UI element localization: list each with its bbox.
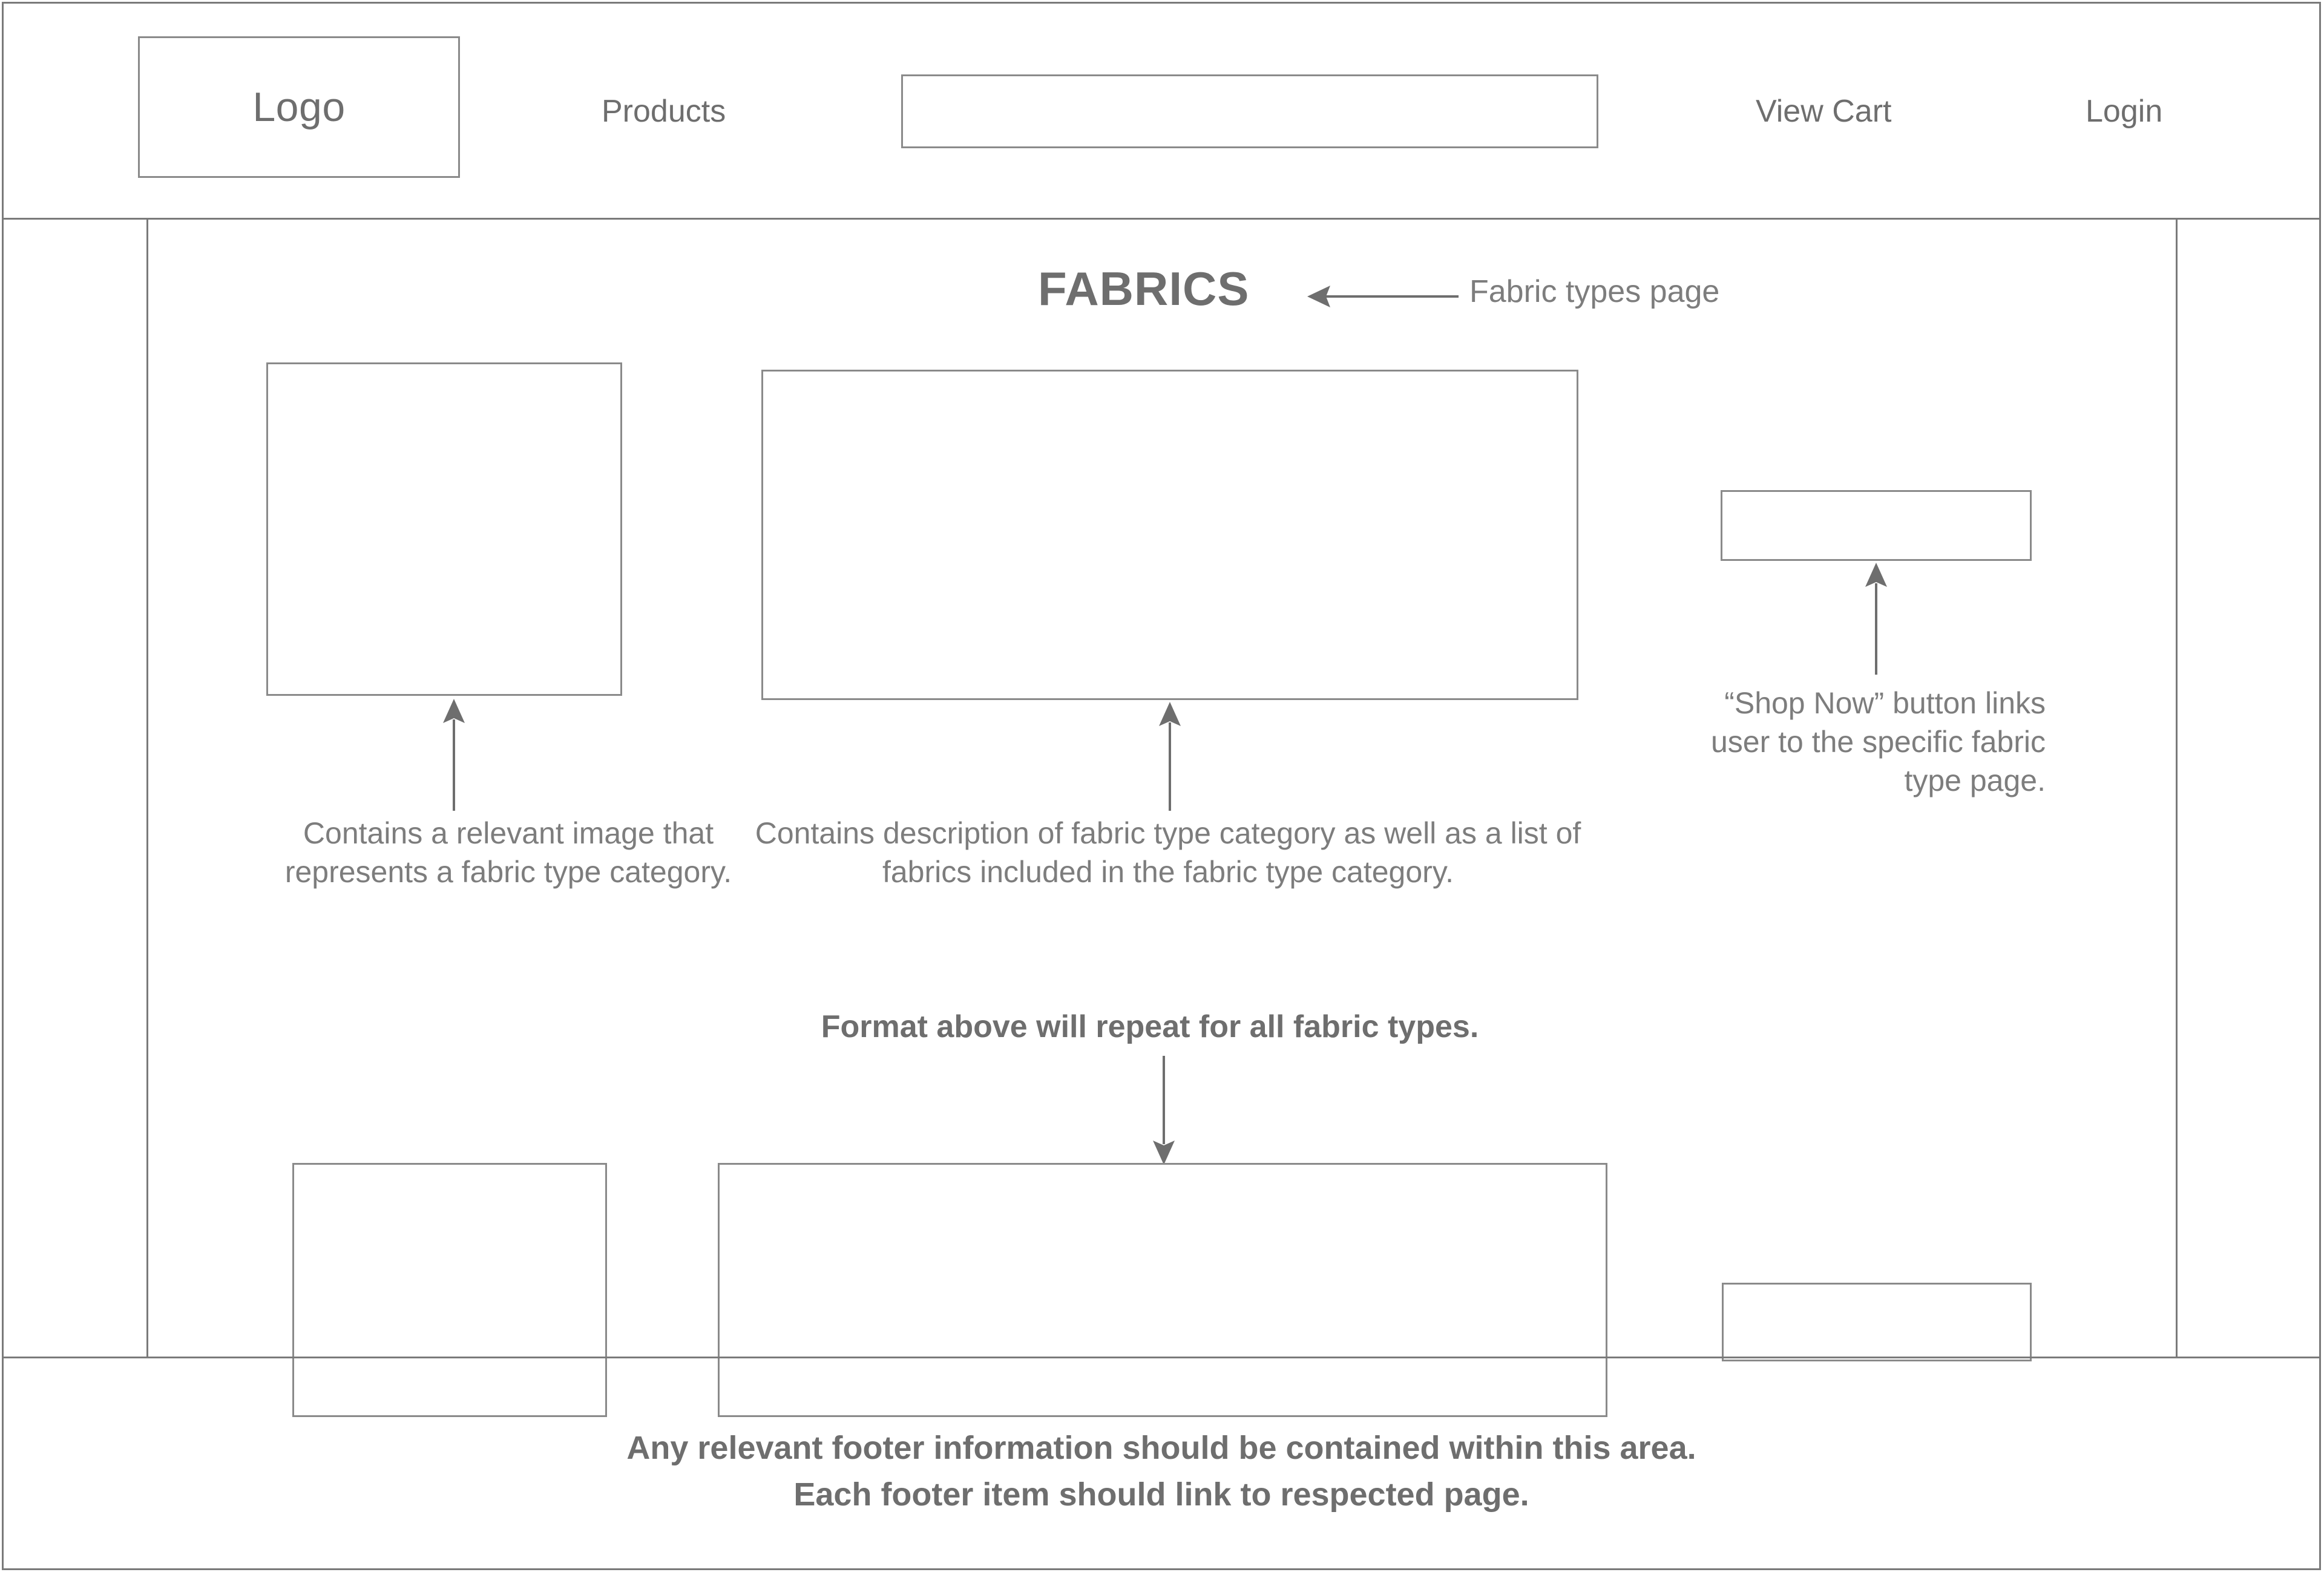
image-annotation-text: Contains a relevant image that represent…: [284, 816, 732, 889]
title-annotation-text: Fabric types page: [1469, 274, 1720, 309]
fabric-image-placeholder-2[interactable]: [292, 1163, 607, 1417]
footer-note-line-2: Each footer item should link to respecte…: [793, 1476, 1529, 1513]
logo-placeholder[interactable]: Logo: [138, 36, 460, 178]
left-gutter-divider: [146, 220, 148, 1358]
fabric-description-placeholder-1[interactable]: [761, 370, 1578, 700]
content-region: [4, 220, 2319, 1358]
shop-now-button-2[interactable]: [1722, 1283, 2032, 1361]
nav-link-view-cart[interactable]: View Cart: [1756, 94, 1892, 129]
logo-label: Logo: [252, 84, 346, 130]
nav-link-products[interactable]: Products: [602, 94, 726, 129]
search-input[interactable]: [901, 74, 1598, 148]
site-footer: Any relevant footer information should b…: [4, 1358, 2319, 1570]
fabric-description-placeholder-2[interactable]: [718, 1163, 1607, 1417]
shop-now-button-1[interactable]: [1721, 490, 2032, 561]
right-gutter-divider: [2176, 220, 2178, 1358]
description-annotation-text: Contains description of fabric type cate…: [755, 816, 1581, 889]
nav-link-login[interactable]: Login: [2086, 94, 2163, 129]
footer-divider: [4, 1357, 2319, 1358]
repeat-format-note: Format above will repeat for all fabric …: [821, 1009, 1479, 1044]
site-header: Logo Products View Cart Login: [4, 4, 2319, 220]
footer-note-line-1: Any relevant footer information should b…: [626, 1430, 1696, 1466]
header-divider: [4, 218, 2319, 220]
fabric-image-placeholder-1[interactable]: [266, 362, 622, 696]
page-title: FABRICS: [1038, 262, 1250, 315]
shop-now-annotation-text: “Shop Now” button links user to the spec…: [1710, 686, 2046, 797]
